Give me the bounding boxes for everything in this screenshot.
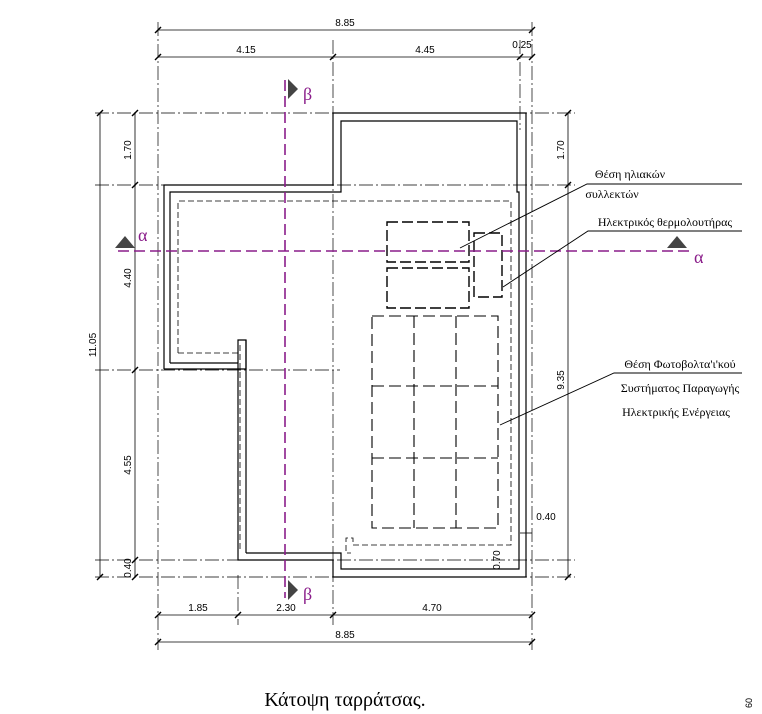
dimension-ticks <box>96 26 572 646</box>
label-pv-2: Συστήματος Παραγωγής <box>621 381 740 395</box>
label-pv-1: Θέση Φωτοβολτα'ι'κού <box>624 357 735 371</box>
dim-bottom-total: 8.85 <box>335 630 355 641</box>
figure-caption: Κάτοψη ταρράτσας. <box>264 689 425 711</box>
dim-top-total: 8.85 <box>335 18 355 29</box>
section-beta-bottom: β <box>303 584 312 604</box>
dim-right-1: 1.70 <box>556 140 567 160</box>
section-lines <box>118 80 690 598</box>
label-solar-collectors-2: συλλεκτών <box>585 187 639 201</box>
dim-top-small: 0.25 <box>512 40 532 51</box>
dim-right-2: 9.35 <box>556 370 567 390</box>
dim-bottom-1: 1.85 <box>188 603 208 614</box>
dim-left-4: 0.40 <box>123 558 134 578</box>
label-pv-3: Ηλεκτρικής Ενέργειας <box>622 405 730 419</box>
solar-collectors <box>386 221 470 309</box>
label-solar-collectors-1: Θέση ηλιακών <box>595 167 666 181</box>
dim-left-2: 4.40 <box>123 268 134 288</box>
dim-left-3: 4.55 <box>123 455 134 475</box>
dim-right-4: 0.70 <box>492 550 503 570</box>
dim-bottom-2: 2.30 <box>276 603 296 614</box>
label-water-heater: Ηλεκτρικός θερμολουτήρας <box>598 215 732 229</box>
section-beta-top-marker <box>288 79 298 99</box>
dim-top-right: 4.45 <box>415 45 435 56</box>
axis-grid <box>95 22 575 650</box>
dimension-lines <box>99 29 569 643</box>
section-alpha-right-marker <box>667 236 687 248</box>
dim-left-total: 11.05 <box>88 332 99 357</box>
section-alpha-left: α <box>138 225 148 245</box>
section-markers <box>115 79 687 600</box>
leader-lines <box>459 183 742 426</box>
section-alpha-right: α <box>694 247 704 267</box>
pv-array <box>371 315 499 529</box>
dim-bottom-3: 4.70 <box>422 603 442 614</box>
inner-parapet-dashed <box>177 200 512 554</box>
roof-walls <box>163 112 527 578</box>
dim-right-3: 0.40 <box>536 512 556 523</box>
section-beta-top: β <box>303 84 312 104</box>
section-alpha-left-marker <box>115 236 135 248</box>
page-number: 60 <box>744 698 754 708</box>
section-beta-bottom-marker <box>288 580 298 600</box>
electric-water-heater <box>473 232 503 298</box>
dim-top-left: 4.15 <box>236 45 256 56</box>
dim-left-1: 1.70 <box>123 140 134 160</box>
